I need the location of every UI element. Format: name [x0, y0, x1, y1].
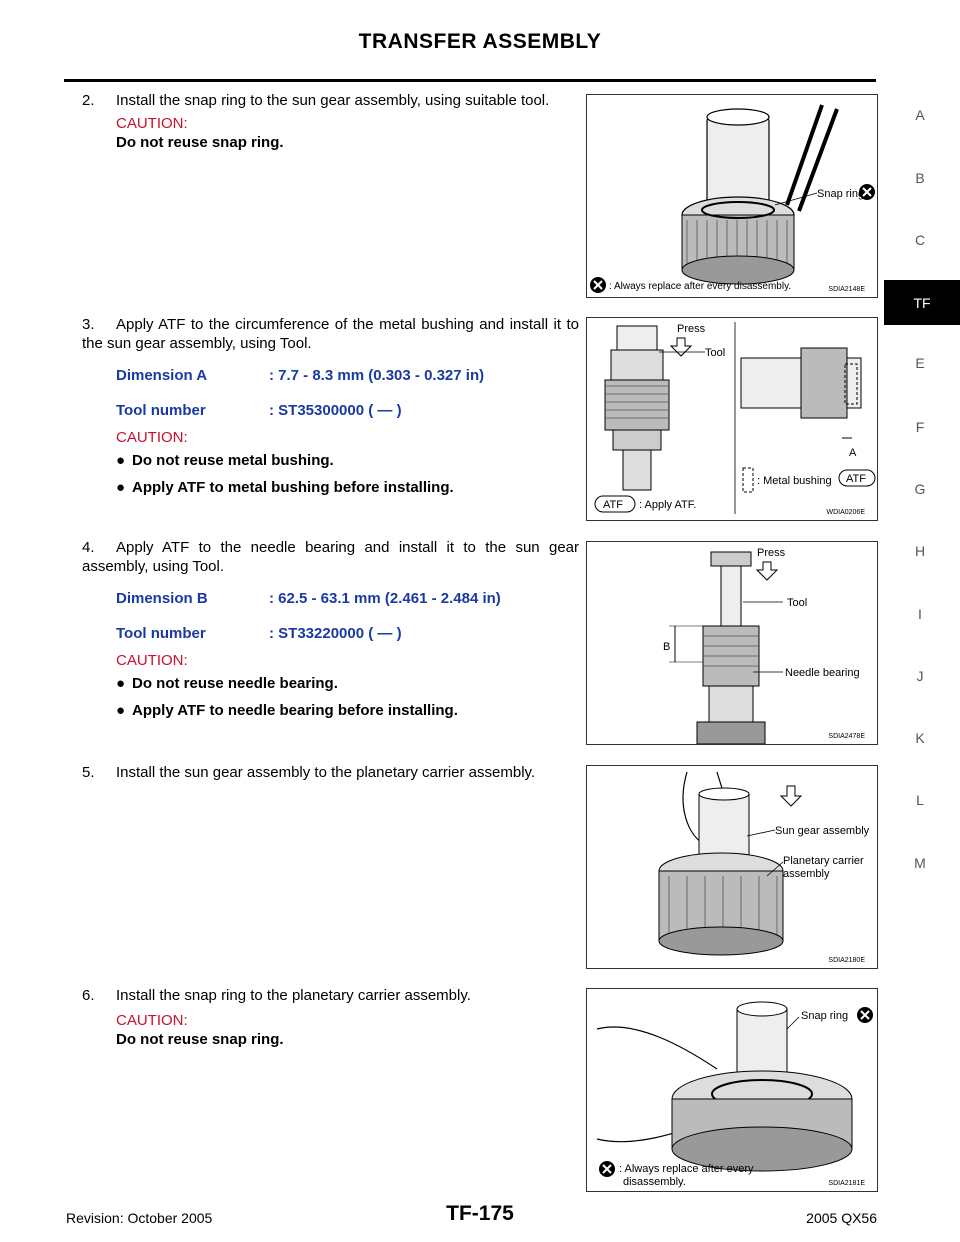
metal-bushing-label: : Metal bushing: [757, 475, 832, 487]
model-name: 2005 QX56: [806, 1210, 877, 1226]
replace-icon: [859, 184, 875, 200]
caution-label: CAUTION:: [116, 1012, 188, 1029]
index-letter-a[interactable]: A: [915, 107, 925, 123]
spec-value: : ST35300000 ( — ): [269, 402, 402, 419]
index-tab-active[interactable]: TF: [884, 280, 960, 325]
planetary-carrier-illustration: Sun gear assembly Planetary carrier asse…: [658, 771, 870, 956]
apply-atf-label: : Apply ATF.: [639, 499, 696, 511]
sun-gear-label: Sun gear assembly: [775, 825, 870, 837]
bullet-icon: ●: [116, 452, 126, 469]
index-letter-k[interactable]: K: [915, 730, 925, 746]
tool-label: Tool: [787, 597, 807, 609]
caution-label: CAUTION:: [116, 652, 188, 669]
index-letter-i[interactable]: I: [918, 606, 922, 622]
step-number: 4.: [82, 539, 95, 556]
needle-bearing-label: Needle bearing: [785, 667, 860, 679]
caution-bullet: ● Do not reuse metal bushing.: [116, 452, 334, 469]
step-number: 6.: [82, 987, 95, 1004]
figure-needle-bearing: Press Tool B Needle bearing SDIA2478E: [586, 541, 878, 745]
caution-bullet: ● Do not reuse needle bearing.: [116, 675, 338, 692]
spec-row: Tool number : ST33220000 ( — ): [82, 624, 579, 643]
atf-badge: ATF: [846, 473, 866, 485]
revision-date: Revision: October 2005: [66, 1210, 213, 1226]
bullet-icon: ●: [116, 675, 126, 692]
press-label: Press: [757, 547, 786, 559]
page-title: TRANSFER ASSEMBLY: [358, 30, 602, 53]
spec-row: Dimension B : 62.5 - 63.1 mm (2.461 - 2.…: [82, 589, 579, 608]
index-letter-g[interactable]: G: [914, 481, 926, 497]
caution-label: CAUTION:: [116, 429, 188, 446]
spec-row: Tool number : ST35300000 ( — ): [82, 401, 579, 420]
index-letter-h[interactable]: H: [914, 543, 926, 559]
snap-ring-label: Snap ring: [801, 1010, 848, 1022]
page-number: TF-175: [446, 1202, 514, 1225]
index-letter-e[interactable]: E: [915, 355, 925, 371]
index-letter-l[interactable]: L: [916, 792, 924, 808]
dimension-a-label: A: [849, 447, 857, 459]
index-letter-j[interactable]: J: [916, 668, 924, 684]
spec-label: Dimension A: [116, 367, 208, 384]
section-index: A B C TF E F G H I J K L M: [880, 0, 960, 1242]
step-6: 6. Install the snap ring to the planetary…: [82, 986, 579, 1049]
spec-label: Tool number: [116, 625, 206, 642]
step-text: Install the snap ring to the sun gear as…: [116, 92, 550, 109]
figure-code: WDIA0206E: [826, 509, 865, 516]
step-number: 5.: [82, 764, 95, 781]
step-text: Apply ATF to the needle bearing and inst…: [82, 539, 579, 575]
spec-value: : ST33220000 ( — ): [269, 625, 402, 642]
index-letter-b[interactable]: B: [915, 170, 925, 186]
spec-label: Tool number: [116, 402, 206, 419]
spec-label: Dimension B: [116, 590, 208, 607]
sun-gear-illustration: Snap ring : Always replace after every d…: [590, 104, 875, 293]
caution-text: Do not reuse snap ring.: [116, 134, 284, 151]
step-5: 5. Install the sun gear assembly to the p…: [82, 763, 579, 782]
step-number: 2.: [82, 92, 95, 109]
press-label: Press: [677, 323, 706, 335]
replace-icon: [599, 1161, 615, 1177]
metal-bushing-illustration: Press Tool A : Metal bushing ATF ATF : A…: [594, 322, 876, 514]
bullet-icon: ●: [116, 702, 126, 719]
dimension-b-label: B: [663, 641, 670, 653]
planetary-carrier-label: Planetary carrier: [783, 855, 864, 867]
replace-icon: [590, 277, 606, 293]
index-letter-f[interactable]: F: [915, 419, 925, 435]
spec-row: Dimension A : 7.7 - 8.3 mm (0.303 - 0.32…: [82, 366, 579, 385]
planetary-carrier-label-2: assembly: [783, 868, 830, 880]
caution-bullet: ● Apply ATF to needle bearing before ins…: [116, 702, 458, 719]
index-letter-m[interactable]: M: [914, 855, 926, 871]
step-text: Apply ATF to the circumference of the me…: [82, 316, 579, 352]
figure-code: SDIA2148E: [828, 286, 865, 293]
step-3: 3.Apply ATF to the circumference of the …: [82, 315, 579, 497]
caution-label: CAUTION:: [116, 115, 188, 132]
figure-snap-ring-sun-gear: Snap ring : Always replace after every d…: [586, 94, 878, 298]
replace-icon: [857, 1007, 873, 1023]
figure-legend-2: disassembly.: [623, 1176, 686, 1188]
step-number: 3.: [82, 316, 95, 333]
snap-ring-label: Snap ring: [817, 188, 864, 200]
index-letter-c[interactable]: C: [914, 232, 926, 248]
step-text: Install the sun gear assembly to the pla…: [116, 764, 536, 781]
figure-code: SDIA2478E: [828, 733, 865, 740]
caution-bullet: ● Apply ATF to metal bushing before inst…: [116, 479, 454, 496]
tool-label: Tool: [705, 347, 725, 359]
carrier-snap-ring-illustration: Snap ring : Always replace after every d…: [596, 1001, 873, 1188]
needle-bearing-illustration: Press Tool B Needle bearing: [663, 547, 860, 744]
caution-text: Do not reuse snap ring.: [116, 1031, 284, 1048]
figure-legend: : Always replace after every: [619, 1163, 754, 1175]
spec-value: : 62.5 - 63.1 mm (2.461 - 2.484 in): [269, 590, 501, 607]
figure-metal-bushing: Press Tool A : Metal bushing ATF ATF : A…: [586, 317, 878, 521]
atf-badge: ATF: [603, 499, 623, 511]
title-divider: [64, 79, 876, 82]
spec-value: : 7.7 - 8.3 mm (0.303 - 0.327 in): [269, 367, 485, 384]
bullet-icon: ●: [116, 479, 126, 496]
figure-code: SDIA2181E: [828, 1180, 865, 1187]
step-4: 4.Apply ATF to the needle bearing and in…: [82, 538, 579, 720]
step-2: 2. Install the snap ring to the sun gear …: [82, 91, 579, 152]
step-text: Install the snap ring to the planetary c…: [116, 987, 471, 1004]
figure-legend: : Always replace after every disassembly…: [609, 281, 791, 292]
figure-code: SDIA2180E: [828, 957, 865, 964]
figure-snap-ring-carrier: Snap ring : Always replace after every d…: [586, 988, 878, 1192]
figure-planetary-carrier: Sun gear assembly Planetary carrier asse…: [586, 765, 878, 969]
